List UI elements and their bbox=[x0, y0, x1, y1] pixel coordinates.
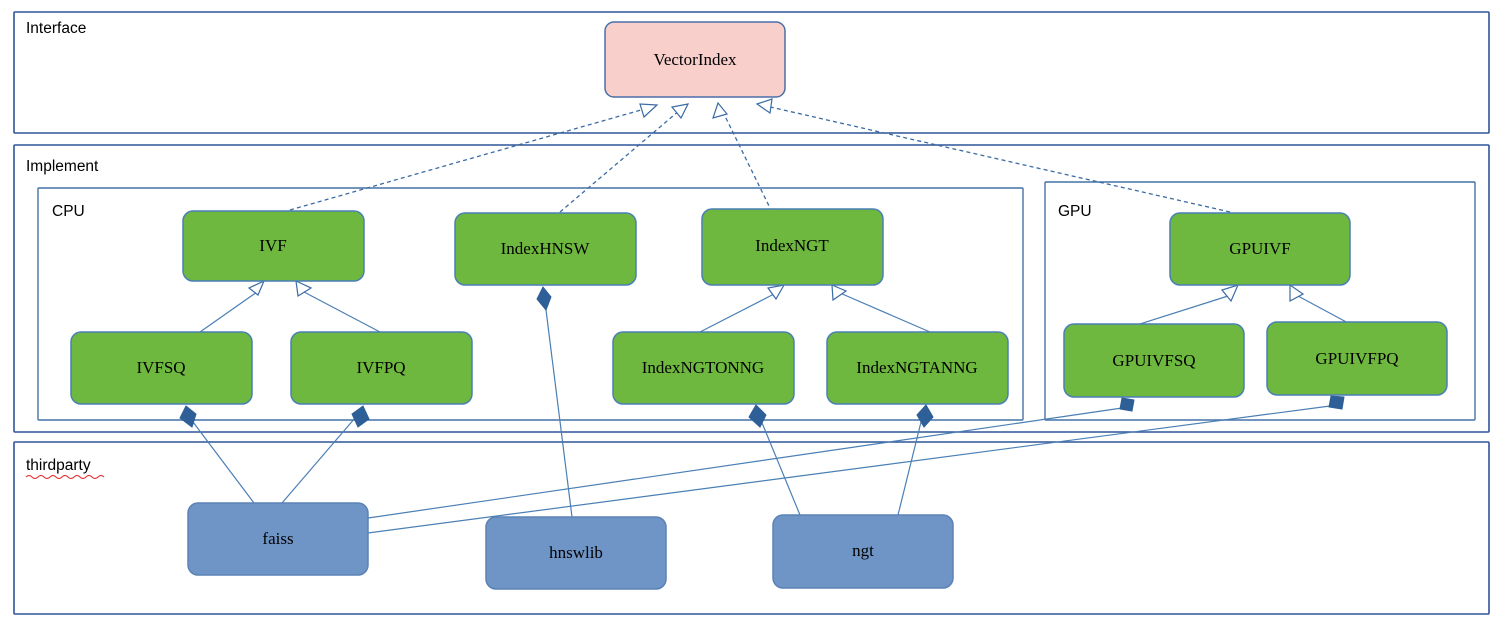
node-indexngt[interactable]: IndexNGT bbox=[701, 208, 884, 286]
node-ivfsq-label: IVFSQ bbox=[136, 358, 185, 377]
node-vectorindex-label: VectorIndex bbox=[653, 50, 737, 69]
edge-indexngt-to-vectorindex bbox=[712, 101, 773, 213]
node-indexngt-label: IndexNGT bbox=[755, 236, 829, 255]
node-gpuivfsq[interactable]: GPUIVFSQ bbox=[1063, 323, 1245, 398]
node-ngt[interactable]: ngt bbox=[772, 514, 954, 589]
edge-faiss-to-ivfpq bbox=[281, 405, 370, 504]
node-gpuivfsq-label: GPUIVFSQ bbox=[1112, 351, 1195, 370]
node-ivf-label: IVF bbox=[259, 236, 286, 255]
spellcheck-squiggle bbox=[25, 474, 105, 480]
node-ivfpq[interactable]: IVFPQ bbox=[290, 331, 473, 405]
node-indexhnsw[interactable]: IndexHNSW bbox=[454, 212, 637, 286]
node-ngt-label: ngt bbox=[852, 541, 874, 560]
container-thirdparty: thirdparty bbox=[13, 441, 1490, 615]
node-hnswlib-label: hnswlib bbox=[549, 543, 603, 562]
edge-ivf-to-vectorindex bbox=[289, 103, 659, 211]
node-ivf[interactable]: IVF bbox=[182, 210, 365, 282]
edge-faiss-to-gpuivfsq bbox=[367, 397, 1135, 519]
node-vectorindex[interactable]: VectorIndex bbox=[604, 21, 786, 98]
edge-faiss-to-gpuivfpq bbox=[367, 395, 1345, 534]
edge-indexngtonng-to-indexngt bbox=[699, 284, 786, 333]
node-faiss-label: faiss bbox=[262, 529, 293, 548]
container-gpu-label: GPU bbox=[1058, 203, 1092, 220]
node-indexngtonng[interactable]: IndexNGTONNG bbox=[612, 331, 795, 405]
node-faiss[interactable]: faiss bbox=[187, 502, 369, 576]
node-gpuivfpq[interactable]: GPUIVFPQ bbox=[1266, 321, 1448, 396]
edge-indexngtanng-to-indexngt bbox=[831, 284, 931, 333]
edge-hnswlib-to-indexhnsw bbox=[536, 286, 573, 518]
edge-gpuivfsq-to-gpuivf bbox=[1139, 284, 1240, 325]
edge-ngt-to-indexngtonng bbox=[748, 404, 801, 516]
container-thirdparty-label: thirdparty bbox=[26, 457, 91, 474]
container-cpu-label: CPU bbox=[52, 203, 85, 220]
node-indexngtanng-label: IndexNGTANNG bbox=[856, 358, 977, 377]
node-gpuivfpq-label: GPUIVFPQ bbox=[1315, 349, 1398, 368]
node-indexngtonng-label: IndexNGTONNG bbox=[642, 358, 764, 377]
node-gpuivf-label: GPUIVF bbox=[1229, 239, 1290, 258]
node-ivfsq[interactable]: IVFSQ bbox=[70, 331, 253, 405]
container-implement-label: Implement bbox=[26, 158, 99, 175]
edge-ngt-to-indexngtanng bbox=[897, 404, 934, 516]
node-gpuivf[interactable]: GPUIVF bbox=[1169, 212, 1351, 286]
edge-ivfsq-to-ivf bbox=[199, 279, 266, 333]
node-ivfpq-label: IVFPQ bbox=[356, 358, 405, 377]
edge-faiss-to-ivfsq bbox=[179, 405, 255, 504]
edge-gpuivf-to-vectorindex bbox=[755, 98, 1231, 213]
edge-ivfpq-to-ivf bbox=[295, 279, 381, 333]
node-hnswlib[interactable]: hnswlib bbox=[485, 516, 667, 590]
container-interface-label: Interface bbox=[26, 20, 86, 37]
node-indexngtanng[interactable]: IndexNGTANNG bbox=[826, 331, 1009, 405]
edge-gpuivfpq-to-gpuivf bbox=[1289, 283, 1351, 325]
node-indexhnsw-label: IndexHNSW bbox=[501, 239, 591, 258]
edge-indexhnsw-to-vectorindex bbox=[559, 103, 690, 213]
